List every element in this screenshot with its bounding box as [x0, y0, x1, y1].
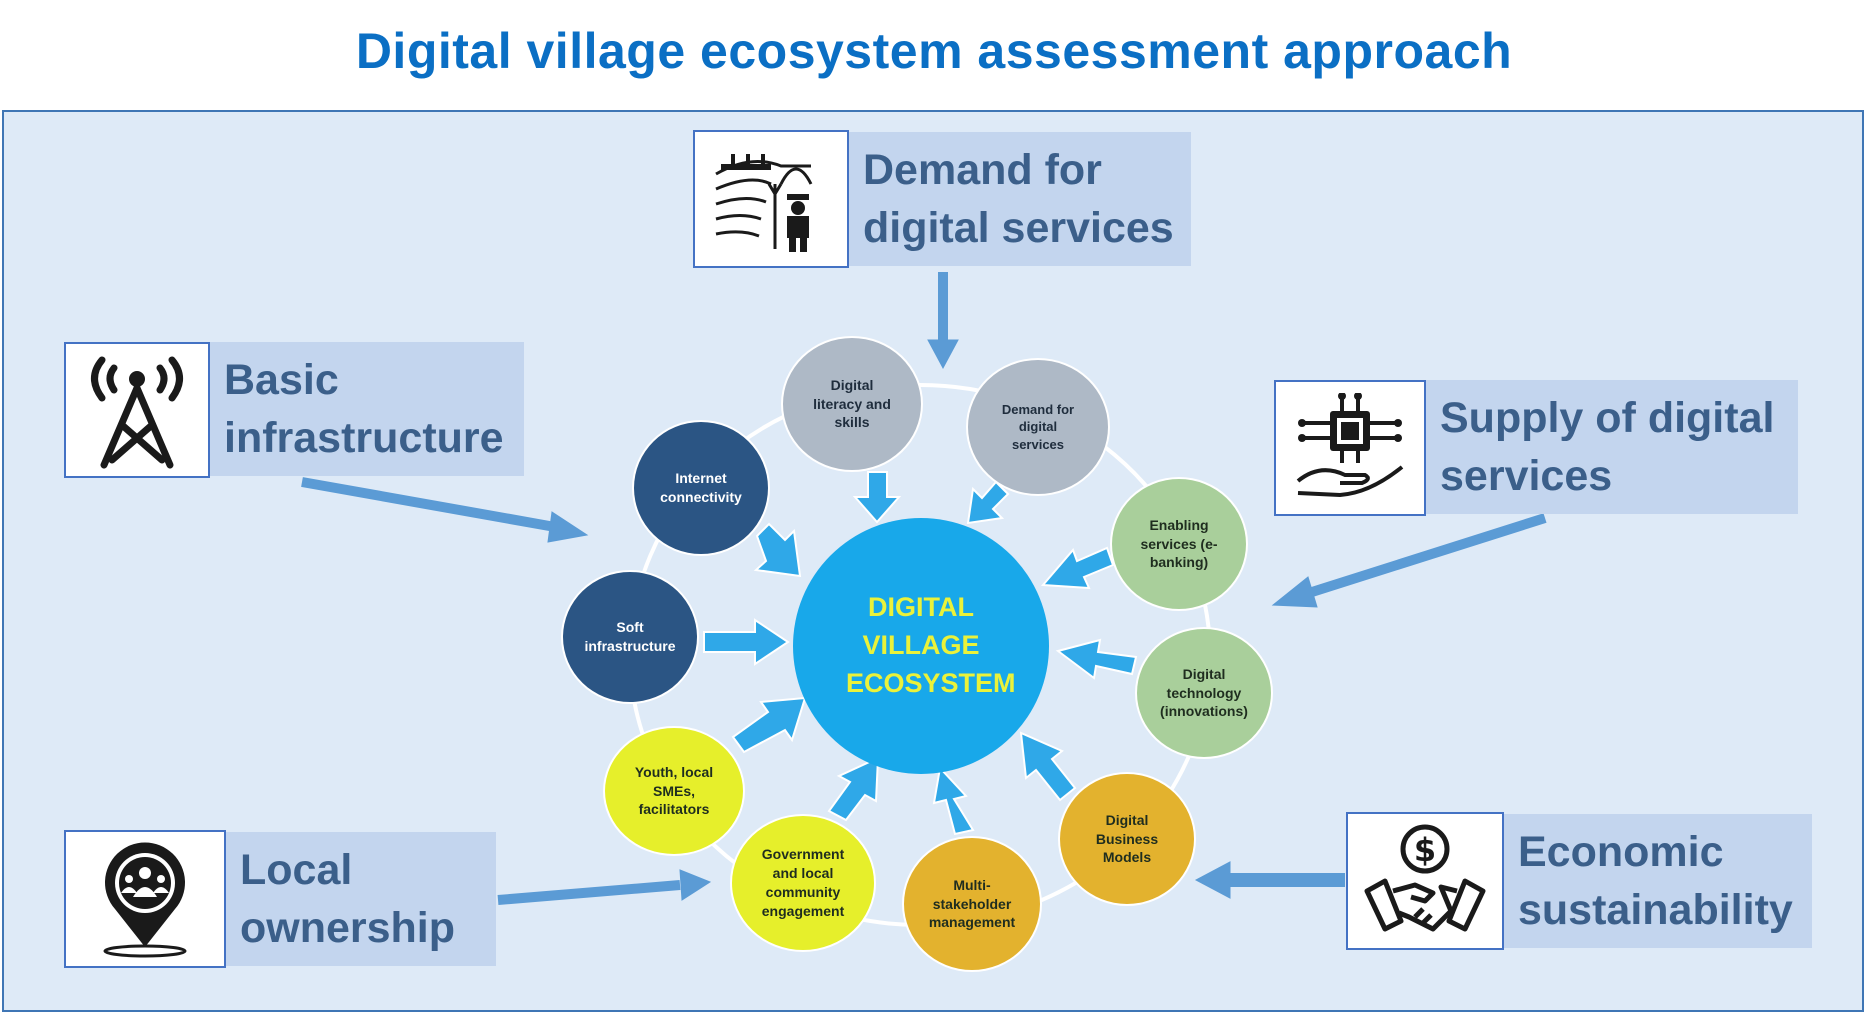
antenna-tower-icon [91, 356, 183, 469]
sustainability-label-box: Economic sustainability [1504, 814, 1812, 948]
ownership-label-box: Local ownership [226, 832, 496, 966]
demand-icon-box [693, 130, 849, 268]
arrow-ownership-head [679, 869, 712, 901]
community-pin-icon [103, 842, 187, 958]
sustainability-label: Economic sustainability [1518, 828, 1793, 934]
inner-arrow-demand-node [966, 480, 1010, 525]
infrastructure-label: Basic infrastructure [224, 356, 504, 462]
inner-arrow-multistakeholder [932, 765, 975, 836]
node-soft-infrastructure: Soft infrastructure [561, 570, 699, 704]
node-internet-connectivity: Internet connectivity [632, 420, 770, 556]
inner-arrow-technology [1055, 638, 1138, 680]
node-digital-technology: Digital technology (innovations) [1135, 627, 1273, 759]
node-multistakeholder: Multi-stakeholder management [902, 836, 1042, 972]
node-business-models: Digital Business Models [1058, 772, 1196, 906]
chip-in-hand-icon [1296, 393, 1404, 498]
arrow-supply [1310, 513, 1547, 597]
node-youth: Youth, local SMEs, facilitators [603, 726, 745, 856]
ownership-label: Local ownership [240, 846, 456, 952]
supply-label-box: Supply of digital services [1426, 380, 1798, 514]
demand-label: Demand for digital services [863, 146, 1174, 252]
node-digital-literacy: Digital literacy and skills [781, 336, 923, 472]
infrastructure-icon-box [64, 342, 210, 478]
arrow-ownership [497, 880, 681, 905]
node-demand: Demand for digital services [966, 358, 1110, 496]
supply-label: Supply of digital services [1440, 394, 1775, 500]
handshake-dollar-icon: $ [1364, 824, 1486, 932]
farmer-icon [715, 154, 813, 252]
page-title: Digital village ecosystem assessment app… [355, 23, 1513, 79]
inner-arrow-youth [731, 696, 807, 754]
inner-arrow-business [1019, 731, 1077, 802]
arrow-sustainability-head [1194, 861, 1231, 899]
inner-arrow-literacy [852, 471, 902, 524]
ownership-icon-box [64, 830, 226, 968]
sustainability-icon-box: $ [1346, 812, 1504, 950]
arrow-infrastructure-head [547, 511, 589, 543]
supply-icon-box [1274, 380, 1426, 516]
center-ecosystem: DIGITAL VILLAGE ECOSYSTEM [793, 518, 1049, 774]
node-government: Government and local community engagemen… [730, 814, 876, 952]
inner-arrow-government [827, 756, 880, 822]
inner-arrow-internet [753, 522, 802, 578]
node-enabling-services: Enabling services (e-banking) [1110, 477, 1248, 611]
arrow-supply-head [1271, 576, 1318, 608]
svg-text:$: $ [1414, 831, 1436, 869]
infrastructure-label-box: Basic infrastructure [210, 342, 524, 476]
arrow-demand-head [927, 339, 959, 370]
arrow-infrastructure [301, 477, 556, 532]
inner-arrow-enabling [1040, 546, 1115, 590]
inner-arrow-soft [703, 618, 790, 666]
demand-label-box: Demand for digital services [849, 132, 1191, 266]
